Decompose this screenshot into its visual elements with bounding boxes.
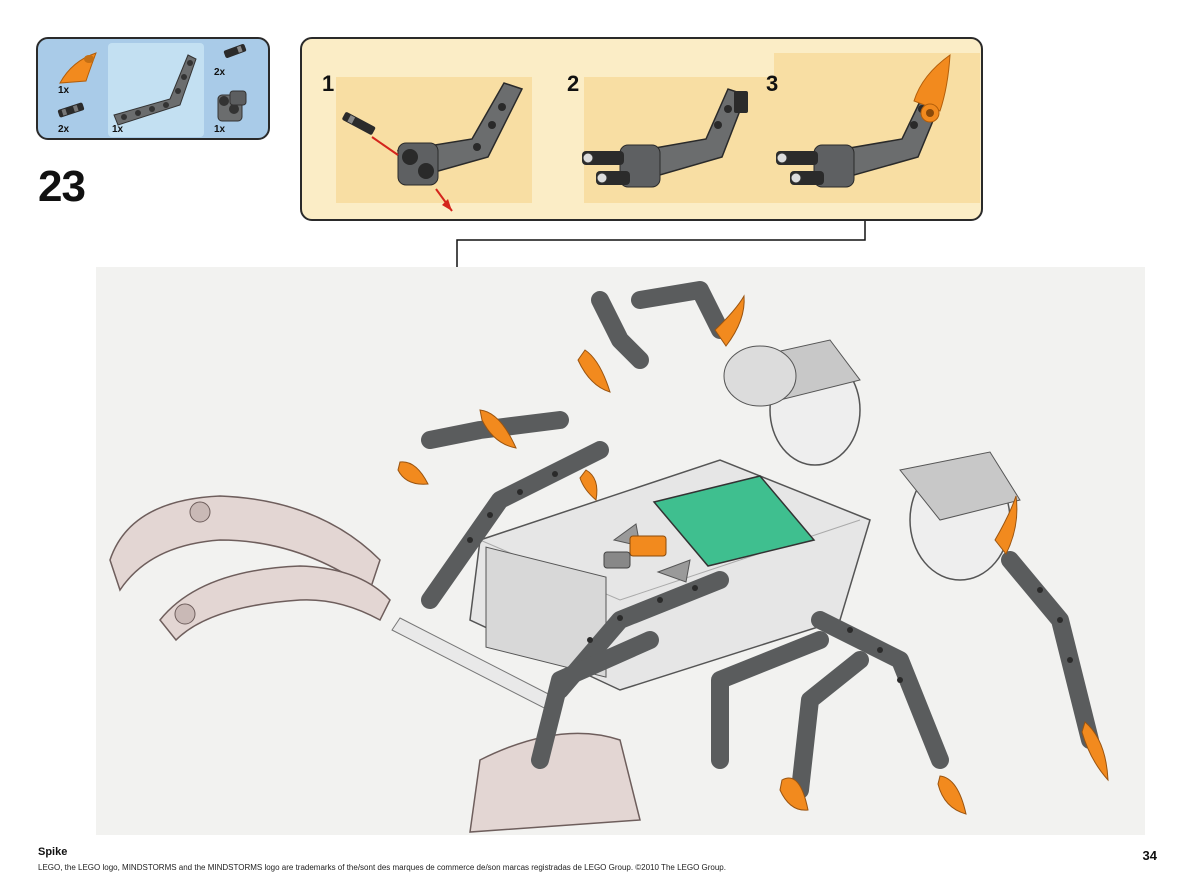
model-name: Spike — [38, 846, 67, 858]
legal-notice: LEGO, the LEGO logo, MINDSTORMS and the … — [38, 863, 726, 872]
servo-motor-top — [724, 340, 860, 465]
page-number: 34 — [1143, 848, 1157, 863]
